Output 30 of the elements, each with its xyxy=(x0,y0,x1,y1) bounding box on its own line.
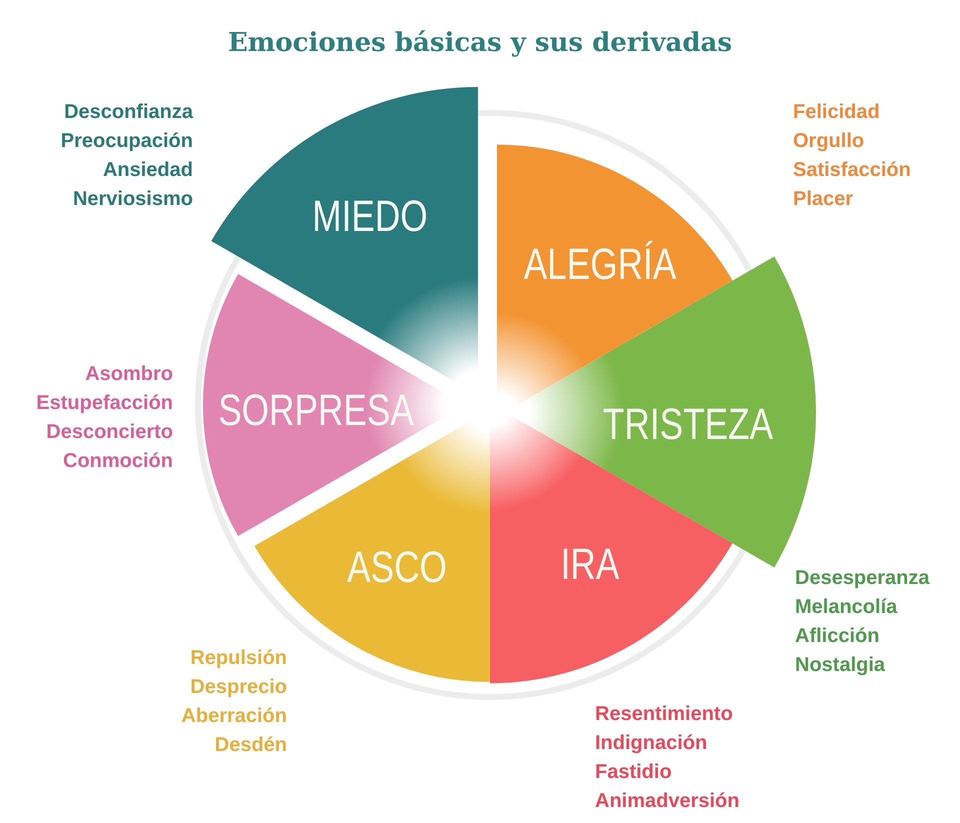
derived-emotion-label: Desconfianza xyxy=(64,100,193,125)
derived-emotion-label: Asombro xyxy=(85,362,173,387)
derived-emotion-label: Ansiedad xyxy=(102,158,193,183)
derived-emotion-label: Fastidio xyxy=(595,760,672,785)
derived-emotion-label: Melancolía xyxy=(795,595,898,620)
derived-emotion-label: Repulsión xyxy=(190,646,287,671)
derived-emotion-label: Felicidad xyxy=(793,100,880,125)
emotion-label: MIEDO xyxy=(312,191,428,243)
diagram-title: Emociones básicas y sus derivadas xyxy=(228,27,732,60)
derived-emotion-label: Conmoción xyxy=(63,449,173,474)
derived-emotion-label: Indignación xyxy=(595,731,708,756)
derived-emotion-label: Resentimiento xyxy=(595,702,733,727)
derived-emotion-label: Aflicción xyxy=(795,624,880,649)
emotion-label: TRISTEZA xyxy=(602,399,774,451)
derived-emotion-label: Aberración xyxy=(181,704,287,729)
emotion-label: IRA xyxy=(560,539,620,591)
derived-emotion-label: Orgullo xyxy=(793,129,864,154)
derived-emotion-label: Desdén xyxy=(214,733,287,758)
derived-emotion-label: Animadversión xyxy=(595,789,740,814)
derived-emotion-label: Placer xyxy=(793,187,854,212)
derived-emotion-label: Desesperanza xyxy=(795,566,930,591)
derived-emotion-label: Nerviosismo xyxy=(72,187,193,212)
derived-emotion-label: Preocupación xyxy=(60,129,193,154)
derived-emotion-label: Desconcierto xyxy=(46,420,173,445)
derived-emotion-label: Estupefacción xyxy=(36,391,173,416)
emotion-label: ALEGRÍA xyxy=(524,239,676,291)
derived-emotion-label: Satisfacción xyxy=(793,158,911,183)
emotion-label: ASCO xyxy=(347,542,447,594)
derived-emotion-label: Nostalgia xyxy=(795,653,886,678)
derived-emotion-label: Desprecio xyxy=(190,675,287,700)
